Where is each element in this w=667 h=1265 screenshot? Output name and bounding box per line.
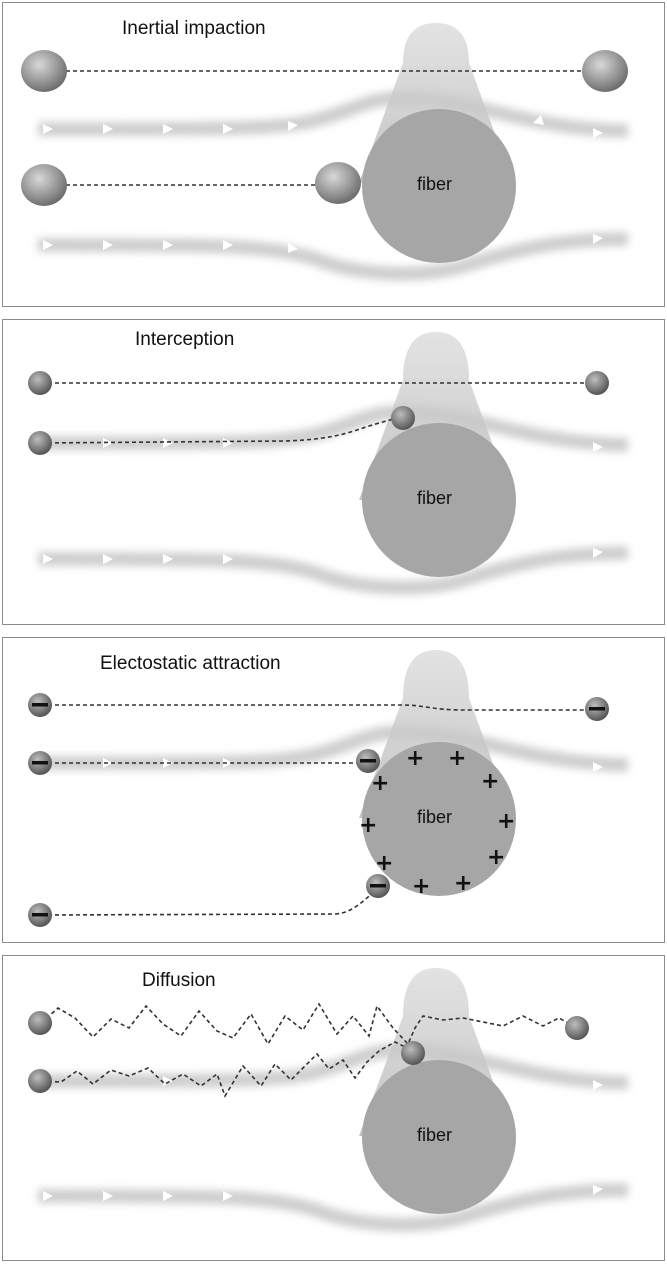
fiber-circle	[362, 742, 516, 896]
svg-text:+: +	[406, 746, 424, 771]
particle-path	[40, 1041, 414, 1098]
svg-text:+: +	[454, 871, 472, 896]
fiber-label: fiber	[417, 174, 453, 194]
panel-diffusion: Diffusion fiber	[2, 955, 665, 1261]
fiber-circle	[362, 109, 516, 263]
panel-title: Electostatic attraction	[100, 653, 281, 674]
particle	[28, 371, 52, 395]
particle	[21, 50, 67, 92]
particle	[315, 162, 361, 204]
svg-text:+: +	[359, 813, 377, 838]
panel-title: Inertial impaction	[122, 18, 266, 39]
fiber-label: fiber	[417, 807, 453, 827]
fiber-circle	[362, 1060, 516, 1214]
svg-text:+: +	[481, 769, 499, 794]
positive-charges: + + + + + + + + + +	[359, 746, 515, 899]
electrostatic-attraction-diagram: + + + + + + + + + +	[28, 650, 629, 927]
panel-interception: Interception fiber	[2, 319, 665, 625]
svg-text:+: +	[448, 746, 466, 771]
flow-arrows	[43, 378, 603, 564]
panel-electrostatic-attraction: + + + + + + + + + + Electostatic a	[2, 637, 665, 943]
diffusion-diagram	[28, 968, 629, 1232]
particle	[28, 1011, 52, 1035]
negative-particle	[585, 697, 609, 721]
particle	[585, 371, 609, 395]
panel-title: Interception	[135, 329, 235, 350]
particle-path	[40, 416, 404, 444]
panel-title: Diffusion	[142, 970, 216, 991]
panel-inertial-impaction: Inertial impaction fiber	[2, 2, 665, 307]
flow-arrows	[43, 700, 603, 919]
particle	[28, 1069, 52, 1093]
flow-arrows	[43, 66, 603, 253]
negative-particle	[28, 903, 52, 927]
particle-path	[40, 1002, 578, 1046]
negative-particle	[28, 693, 52, 717]
airflow-streamlines	[37, 376, 629, 595]
particle-path	[40, 887, 380, 916]
particle	[21, 164, 67, 206]
interception-diagram	[28, 332, 629, 595]
airflow-streamlines	[37, 1016, 629, 1232]
negative-particle	[366, 874, 390, 898]
particle	[391, 406, 415, 430]
particle-path	[41, 704, 597, 711]
negative-particle	[356, 749, 380, 773]
fiber-label: fiber	[417, 1125, 453, 1145]
svg-text:+: +	[375, 851, 393, 876]
negative-particle	[28, 751, 52, 775]
fiber-label: fiber	[417, 488, 453, 508]
flow-arrows	[43, 1018, 603, 1201]
fiber-circle	[362, 423, 516, 577]
airflow-streamlines	[37, 698, 629, 921]
particle	[565, 1016, 589, 1040]
particle	[401, 1041, 425, 1065]
svg-text:+: +	[497, 809, 515, 834]
particle	[582, 50, 628, 92]
particle	[28, 431, 52, 455]
svg-text:+: +	[412, 874, 430, 899]
svg-text:+: +	[487, 845, 505, 870]
inertial-impaction-diagram	[21, 23, 629, 281]
svg-text:+: +	[371, 771, 389, 796]
